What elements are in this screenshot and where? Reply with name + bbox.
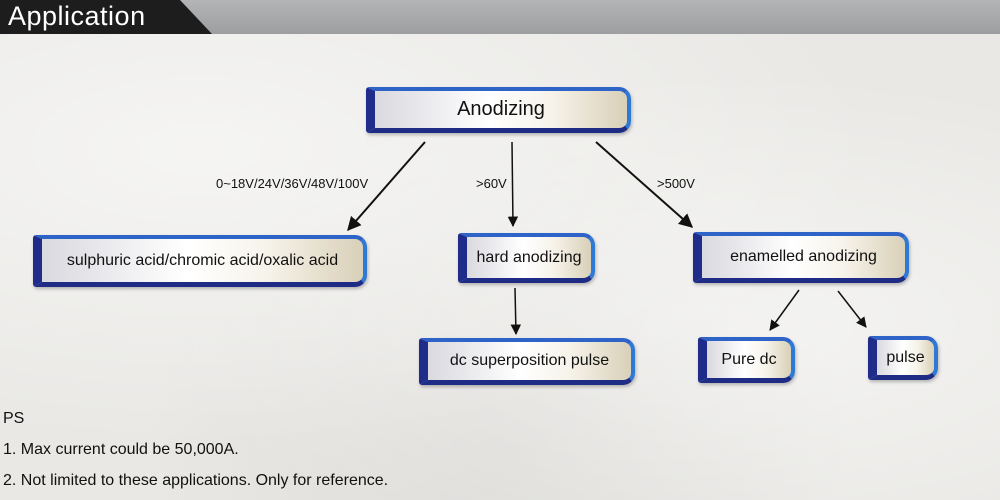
edge-label-middle: >60V xyxy=(476,176,507,191)
node-anodizing-label: Anodizing xyxy=(457,98,545,120)
node-pure-dc: Pure dc xyxy=(698,337,795,383)
node-acids-label: sulphuric acid/chromic acid/oxalic acid xyxy=(66,251,339,269)
note-item-2: 2. Not limited to these applications. On… xyxy=(3,472,389,489)
arrow-root-to-acids xyxy=(347,141,426,232)
arrow-root-to-hard xyxy=(507,141,519,228)
edge-label-right: >500V xyxy=(657,176,695,191)
node-anodizing: Anodizing xyxy=(366,87,631,133)
node-hard-anodizing: hard anodizing xyxy=(458,233,595,283)
node-enamelled-anodizing-label: enamelled anodizing xyxy=(730,248,877,265)
edge-label-left: 0~18V/24V/36V/48V/100V xyxy=(216,176,369,191)
arrow-enamelled-to-pure-dc xyxy=(769,289,800,331)
node-dc-superposition-pulse: dc superposition pulse xyxy=(419,338,635,385)
node-acids: sulphuric acid/chromic acid/oxalic acid xyxy=(33,235,367,287)
header-tab xyxy=(0,0,212,34)
arrow-hard-to-dc-superposition xyxy=(510,287,522,336)
arrow-enamelled-to-pulse xyxy=(837,290,867,328)
node-pulse-label: pulse xyxy=(886,348,925,366)
node-hard-anodizing-label: hard anodizing xyxy=(476,248,582,266)
arrow-root-to-enamelled xyxy=(595,141,694,228)
page-title: Application xyxy=(8,1,146,31)
node-pure-dc-label: Pure dc xyxy=(721,350,777,368)
node-pulse: pulse xyxy=(868,336,938,380)
note-item-1: 1. Max current could be 50,000A. xyxy=(3,441,239,458)
node-enamelled-anodizing: enamelled anodizing xyxy=(693,232,909,283)
node-dc-superposition-pulse-label: dc superposition pulse xyxy=(449,352,610,369)
notes-heading: PS xyxy=(3,410,25,427)
